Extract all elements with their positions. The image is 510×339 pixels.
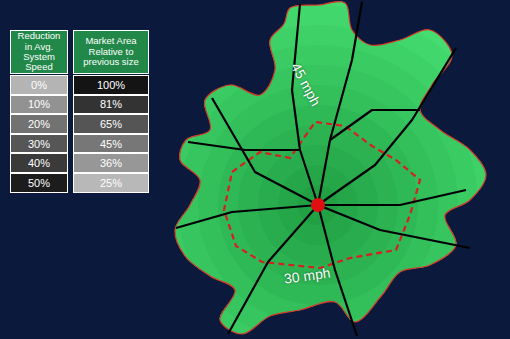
- table-header: Market Area Relative to previous size: [73, 30, 149, 74]
- road: [212, 98, 318, 205]
- table-cell: 30%: [10, 134, 68, 154]
- road: [330, 110, 420, 140]
- table-cell: 45%: [73, 134, 149, 154]
- speed-ring: [158, 45, 478, 339]
- speed-label: 45 mph: [288, 60, 324, 109]
- region-outline: [175, 1, 486, 334]
- road: [318, 48, 456, 205]
- table-cell: 40%: [10, 153, 68, 173]
- speed-label: 30 mph: [283, 265, 331, 287]
- table-cell: 50%: [10, 173, 68, 193]
- road: [318, 2, 362, 205]
- road: [318, 205, 470, 248]
- table-cell: 100%: [73, 75, 149, 95]
- table-cell: 10%: [10, 95, 68, 115]
- speed-ring: [98, 0, 510, 339]
- table-header: Reduction in Avg. System Speed: [10, 30, 68, 74]
- speed-ring: [118, 5, 510, 339]
- thirty-mph-contour: [224, 122, 420, 268]
- road: [176, 205, 318, 228]
- table-cell: 20%: [10, 114, 68, 134]
- table-cell: 25%: [73, 173, 149, 193]
- table-cell: 36%: [73, 153, 149, 173]
- speed-rings: [98, 0, 510, 339]
- road-network: [176, 2, 470, 336]
- center-point: [311, 198, 325, 212]
- table-cell: 0%: [10, 75, 68, 95]
- road: [318, 190, 466, 205]
- table-cell: 81%: [73, 95, 149, 115]
- table-cell: 65%: [73, 114, 149, 134]
- speed-ring: [138, 25, 498, 339]
- road: [188, 142, 300, 150]
